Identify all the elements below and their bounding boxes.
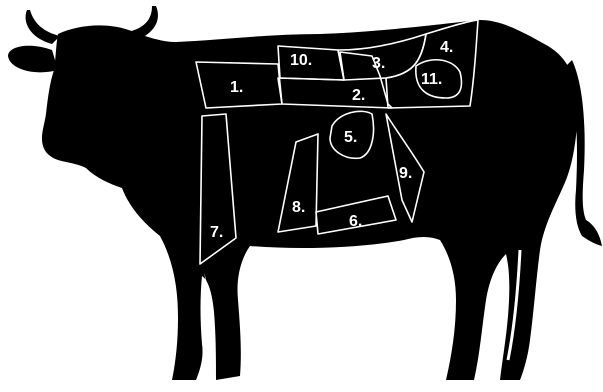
fore-leg-separator [208,290,211,372]
cut-label-3: 3. [372,55,385,72]
cut-label-9: 9. [399,165,412,182]
cut-label-7: 7. [210,224,223,241]
cut-label-6: 6. [349,213,362,230]
cut-label-4: 4. [440,39,453,56]
cow-body [42,20,578,380]
cut-label-5: 5. [344,129,357,146]
cut-label-11: 11. [421,71,442,88]
cut-label-2: 2. [352,87,365,104]
left-horn [26,10,60,44]
left-ear [8,46,58,73]
cut-label-1: 1. [230,79,243,96]
cut-label-8: 8. [292,199,305,216]
cut-label-10: 10. [290,52,312,69]
